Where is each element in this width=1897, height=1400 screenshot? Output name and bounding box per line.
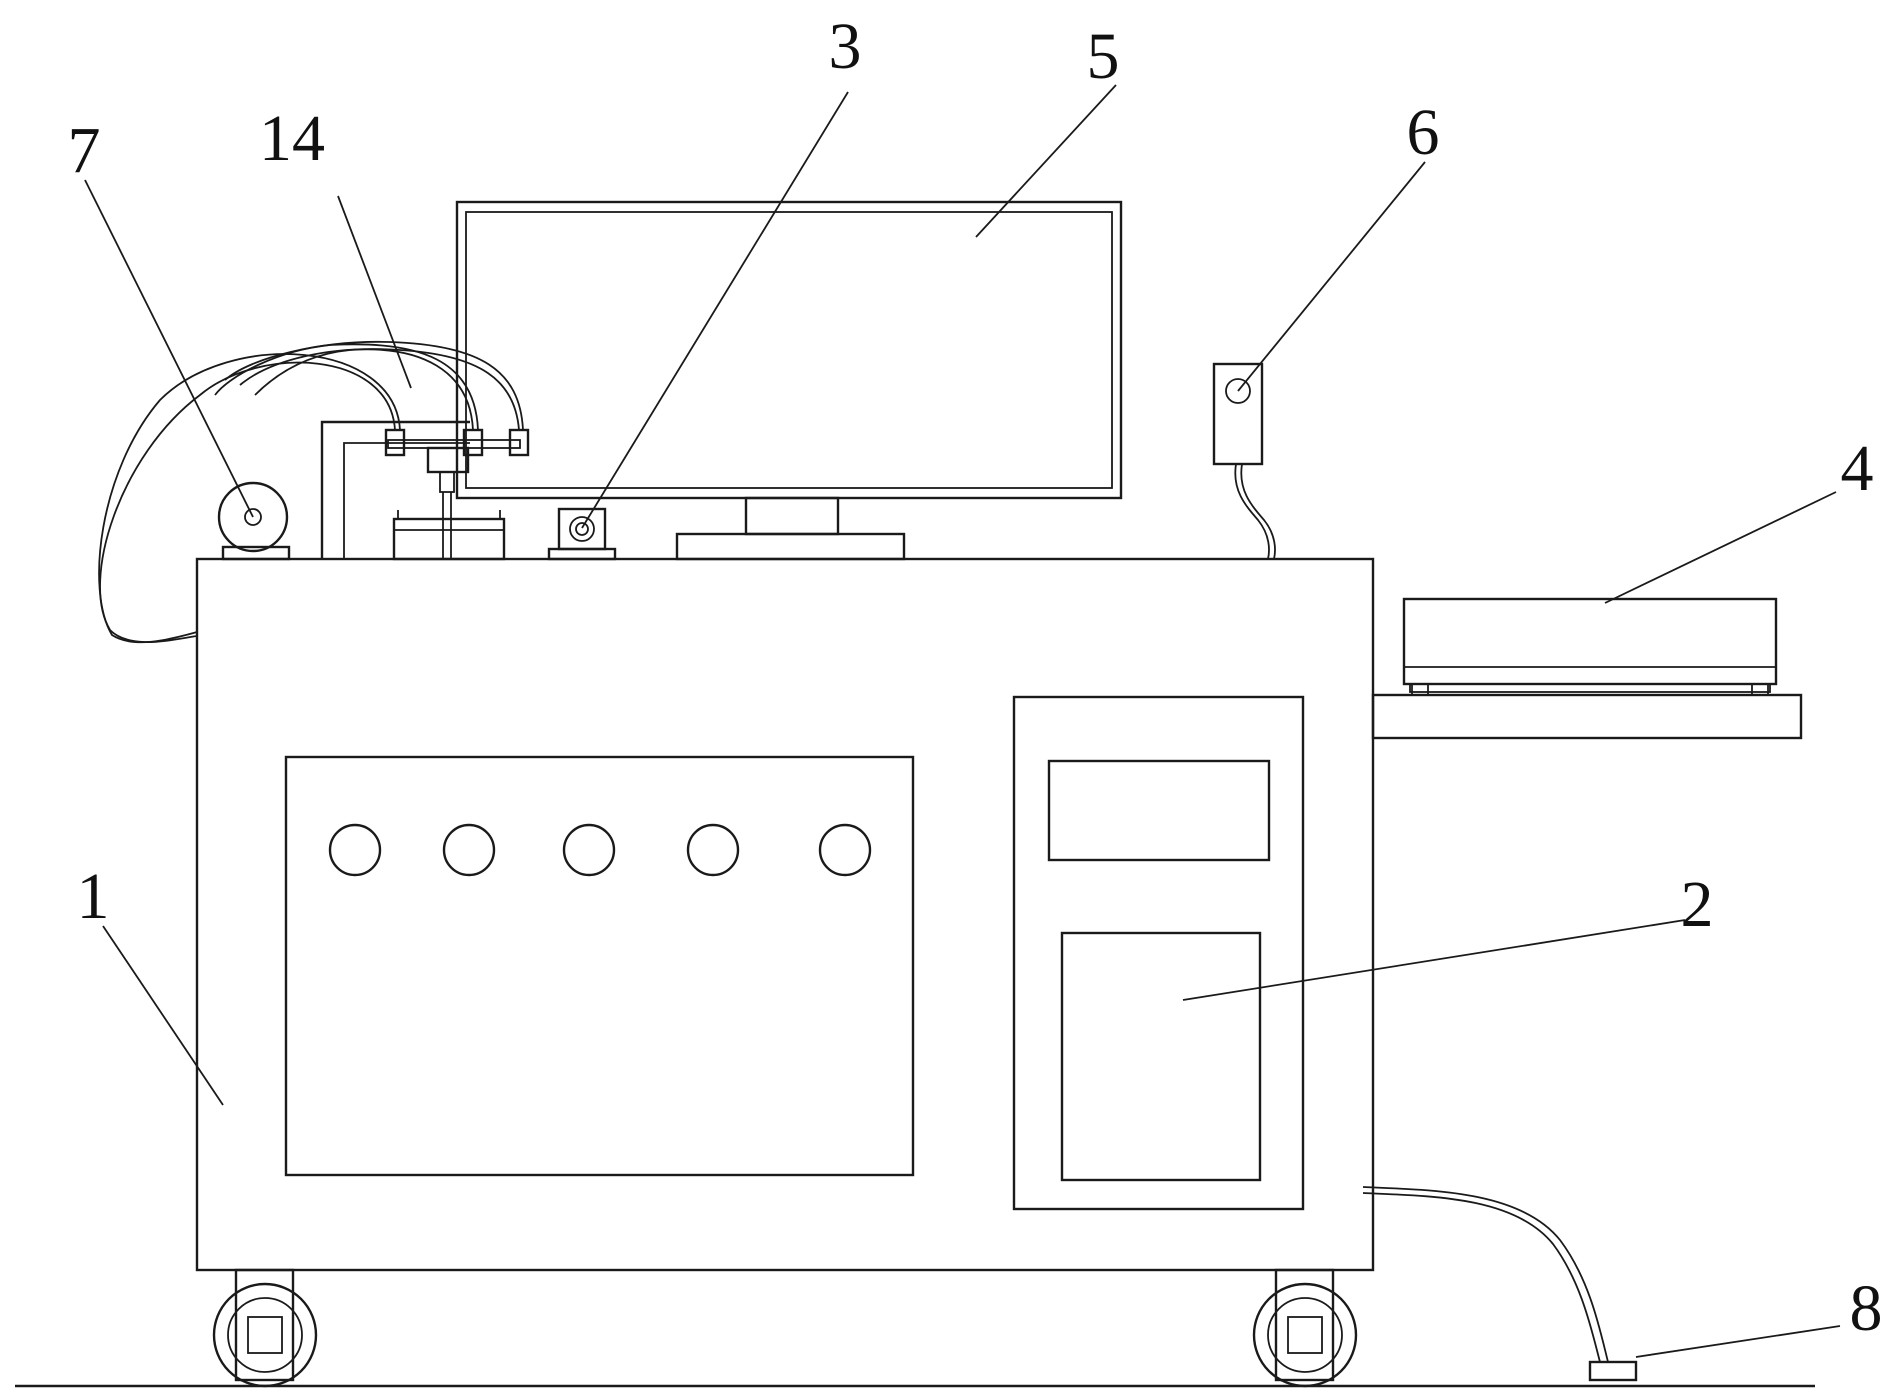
wheel-right [1252, 1268, 1358, 1388]
roller-unit [217, 481, 291, 561]
sensor-unit [547, 507, 617, 561]
callout-14: 14 [259, 102, 325, 175]
switch-unit [1212, 362, 1276, 560]
monitor-base [675, 532, 906, 561]
knob-5 [818, 823, 872, 877]
callout-4: 4 [1841, 432, 1874, 505]
front-panel-knobs [328, 823, 872, 877]
callout-7: 7 [68, 114, 101, 187]
knob-4 [686, 823, 740, 877]
wheel-left [212, 1268, 318, 1388]
callout-5: 5 [1087, 20, 1120, 93]
weighing-scale [1402, 597, 1778, 696]
control-unit [1012, 695, 1305, 1211]
side-shelf [1371, 693, 1803, 740]
knob-3 [562, 823, 616, 877]
cabinet-body [195, 557, 1375, 1272]
clamp-cables [98, 340, 524, 644]
front-panel [284, 755, 915, 1177]
callout-2: 2 [1681, 868, 1714, 941]
callout-8: 8 [1850, 1272, 1883, 1345]
callout-leaders [84, 84, 1841, 1358]
clamp-assembly [320, 420, 530, 561]
control-door [1060, 931, 1262, 1182]
callout-labels: 1 2 3 4 5 6 7 8 14 [68, 10, 1883, 1345]
control-display [1047, 759, 1271, 862]
callout-6: 6 [1407, 96, 1440, 169]
monitor-neck [744, 496, 840, 536]
callout-1: 1 [77, 860, 110, 933]
knob-1 [328, 823, 382, 877]
callout-3: 3 [829, 10, 862, 83]
knob-2 [442, 823, 496, 877]
monitor [455, 200, 1123, 561]
foot-pedal [1362, 1186, 1638, 1382]
